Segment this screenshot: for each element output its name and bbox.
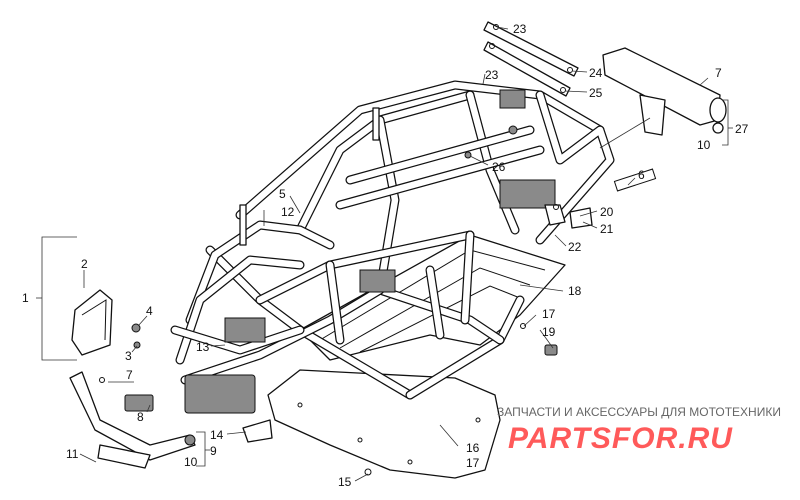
seat-rails	[483, 21, 579, 97]
callout-23-top: 23	[513, 22, 527, 36]
watermark: ЗАПЧАСТИ И АКСЕССУАРЫ ДЛЯ МОТОТЕХНИКИ PA…	[497, 405, 781, 455]
callout-2: 2	[81, 257, 88, 271]
callout-24: 24	[589, 66, 603, 80]
callout-17-right: 17	[542, 307, 556, 321]
callout-13: 13	[196, 340, 210, 354]
callout-18: 18	[568, 284, 582, 298]
callout-11: 11	[66, 447, 79, 461]
callout-7-front: 7	[126, 368, 133, 382]
callout-14: 14	[210, 428, 224, 442]
callout-12: 12	[281, 205, 295, 219]
callout-10-rear: 10	[697, 138, 711, 152]
callout-4: 4	[146, 304, 153, 318]
main-frame	[170, 80, 615, 414]
rear-bumper	[602, 47, 727, 136]
skid-plate	[267, 369, 501, 479]
callout-5: 5	[279, 187, 286, 201]
callout-23-mid: 23	[485, 68, 499, 82]
callout-25: 25	[589, 86, 603, 100]
callout-7-rear: 7	[715, 66, 722, 80]
callout-6: 6	[638, 168, 645, 182]
watermark-caption: ЗАПЧАСТИ И АКСЕССУАРЫ ДЛЯ МОТОТЕХНИКИ	[497, 405, 781, 419]
leader-lines	[36, 26, 733, 482]
callout-26: 26	[492, 160, 506, 174]
callout-3: 3	[125, 349, 132, 363]
front-bumper	[69, 371, 196, 469]
callout-16: 16	[466, 441, 480, 455]
small-parts	[99, 107, 657, 476]
callout-15: 15	[338, 475, 352, 489]
callout-19: 19	[542, 325, 556, 339]
callout-10-front: 10	[184, 455, 198, 469]
watermark-logo: PARTSFOR.RU	[508, 422, 733, 455]
front-panel	[71, 289, 113, 356]
callout-27: 27	[735, 122, 749, 136]
callout-21: 21	[600, 222, 614, 236]
callout-1: 1	[22, 291, 29, 305]
callout-labels: 1 2 3 4 5 6 7 7 8 9 10 10 11 12 13 14 15…	[22, 22, 749, 489]
callout-17-bottom: 17	[466, 456, 480, 470]
callout-9: 9	[210, 444, 217, 458]
callout-8: 8	[137, 410, 144, 424]
callout-22: 22	[568, 240, 582, 254]
callout-20: 20	[600, 205, 614, 219]
